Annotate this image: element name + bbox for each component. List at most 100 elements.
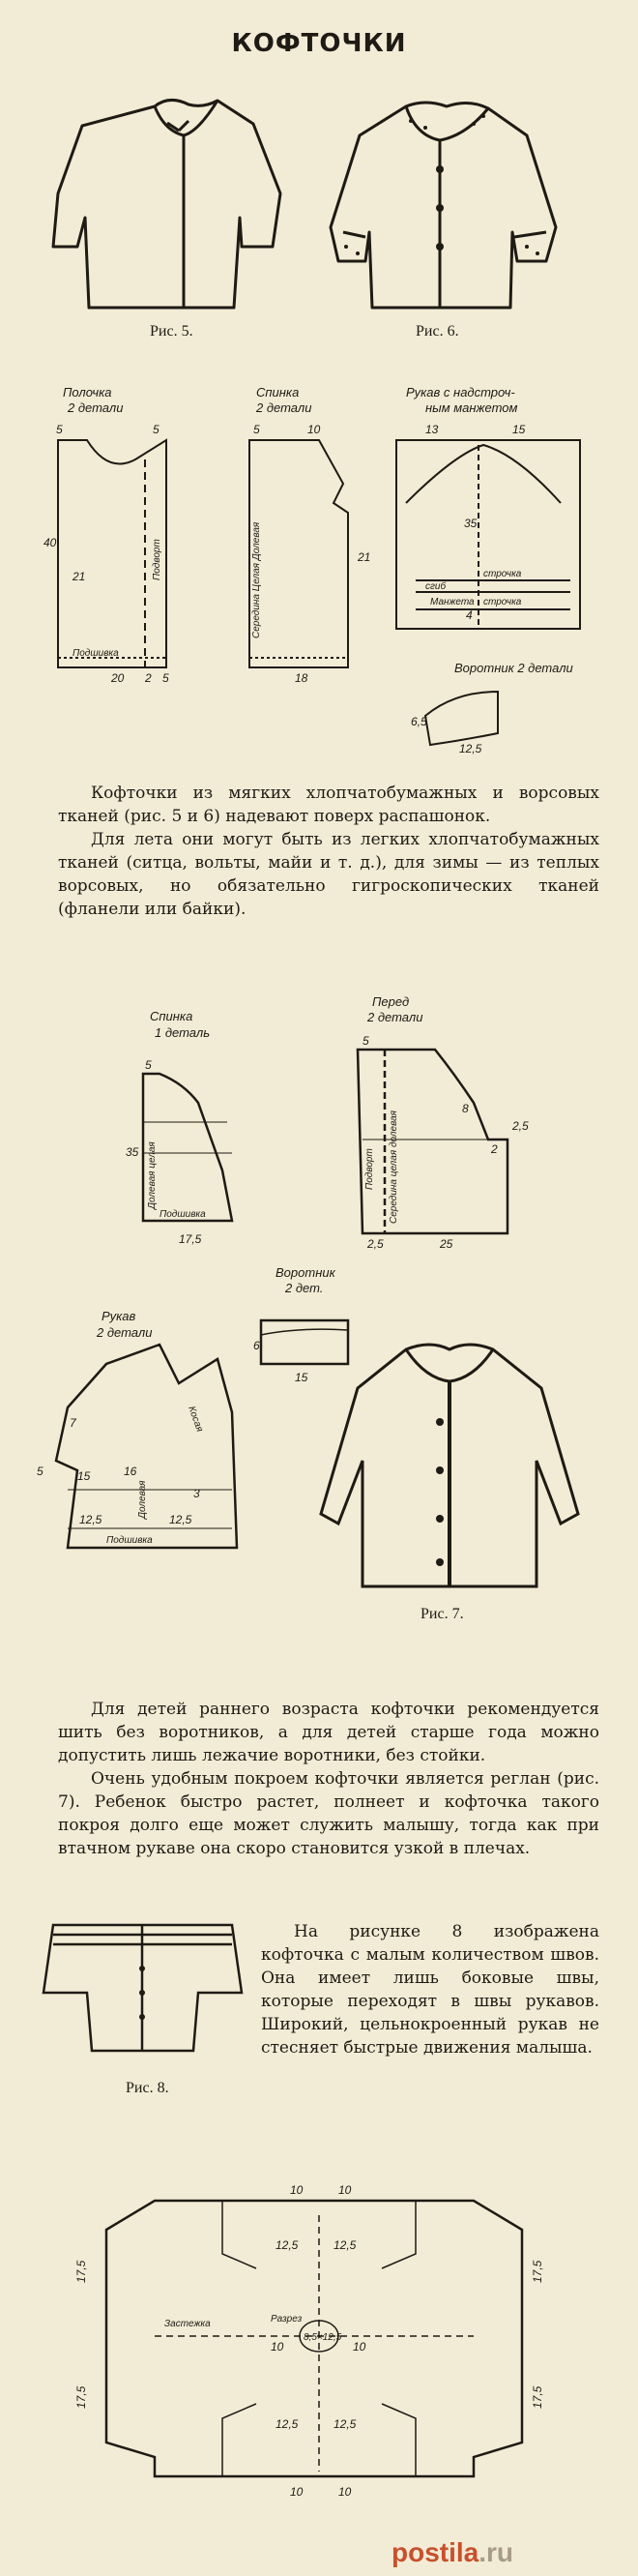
collar2-sub: 2 дет.: [284, 1281, 323, 1295]
fig8-jacket-drawing: [42, 1923, 244, 2053]
sleeve-pattern: [395, 439, 581, 630]
text2-para-1: Для детей раннего возраста кофточки реко…: [58, 1700, 599, 1765]
dim-front-top-left: 5: [56, 423, 63, 436]
dim-collar2-15: 15: [295, 1371, 308, 1384]
front-title: Полочка: [63, 385, 111, 400]
sleeve2-pattern: [54, 1343, 239, 1550]
fig8-zastezhka: Застежка: [164, 2319, 211, 2329]
dim-front2-bot: 25: [439, 1237, 453, 1251]
text-block-3: На рисунке 8 изображена кофточка с малым…: [261, 1920, 599, 2059]
dim-front2-8: 8: [462, 1102, 469, 1115]
sleeve2-sub: 2 детали: [96, 1325, 152, 1340]
text2-para-2: Очень удобным покроем кофточки является …: [58, 1769, 599, 1858]
front-panel-pattern: [57, 438, 167, 668]
sleeve2-kosaya: Косая: [186, 1405, 205, 1434]
dim-f8-i125b: 12,5: [334, 2238, 357, 2252]
back2-title: Спинка: [150, 1009, 192, 1023]
collar2-title: Воротник: [276, 1265, 336, 1280]
dim-f8-t10a: 10: [290, 2183, 304, 2197]
dim-sleeve2-16: 16: [124, 1465, 137, 1478]
dim-front-side: 40: [44, 536, 57, 549]
front2-middle: Середина целая долевая: [389, 1110, 399, 1224]
text-block-2: Для детей раннего возраста кофточки реко…: [58, 1698, 599, 1860]
dim-front2-25b: 2,5: [366, 1237, 384, 1251]
sleeve-sgib: сгиб: [425, 580, 446, 592]
dim-f8-t10b: 10: [338, 2183, 352, 2197]
dim-collar-side: 6,5: [411, 715, 427, 728]
fig8-razrez: Разрез: [271, 2314, 303, 2324]
caption-fig5: Рис. 5.: [150, 323, 193, 340]
dim-front-top-right: 5: [153, 423, 160, 436]
dim-f8-i125d: 12,5: [334, 2417, 357, 2431]
fig5-jacket-drawing: [51, 99, 282, 310]
dim-front2-2: 2: [490, 1142, 498, 1156]
front-sub: 2 детали: [67, 400, 123, 415]
dim-f8-b10b: 10: [338, 2485, 352, 2499]
text-block-1: Кофточки из мягких хлопчатобумажных и во…: [58, 782, 599, 921]
fig6-jacket-drawing: [329, 101, 558, 310]
dim-f8-b10a: 10: [290, 2485, 304, 2499]
sleeve-sub: ным манжетом: [425, 400, 517, 415]
dim-collar2-6: 6: [253, 1339, 260, 1352]
caption-fig8: Рис. 8.: [126, 2080, 169, 2096]
front2-title: Перед: [372, 994, 409, 1009]
back-panel-pattern: [248, 439, 349, 668]
collar-label: Воротник 2 детали: [454, 661, 573, 675]
dim-back-top2: 10: [307, 423, 321, 436]
text1-para-1: Кофточки из мягких хлопчатобумажных и во…: [58, 784, 599, 826]
dim-back-side: 21: [357, 550, 370, 564]
sleeve-manzheta: Манжета: [430, 597, 475, 607]
dim-f8-l175b: 17,5: [74, 2385, 88, 2409]
dim-sleeve2-15: 15: [77, 1469, 91, 1483]
front-podvort: Подворт: [152, 539, 162, 580]
dim-f8-i10b: 10: [353, 2340, 366, 2354]
dim-sleeve2-3: 3: [193, 1487, 200, 1500]
back-title: Спинка: [256, 385, 299, 400]
dim-front2-top: 5: [362, 1034, 369, 1048]
collar2-pattern: [259, 1318, 350, 1366]
front-podshivka: Подшивка: [72, 648, 119, 659]
back-dolevaya: Середина Целая Долевая: [251, 521, 262, 638]
fig8-pattern: [104, 2199, 524, 2478]
sleeve2-title: Рукав: [102, 1309, 136, 1323]
sleeve2-podshivka: Подшивка: [106, 1535, 153, 1546]
dim-sleeve2-7: 7: [70, 1416, 77, 1430]
dim-sleeve2-125a: 12,5: [79, 1513, 102, 1526]
sleeve-title: Рукав с надстроч-: [406, 385, 515, 400]
dim-f8-r175a: 17,5: [531, 2260, 544, 2283]
collar-pattern: [423, 690, 499, 747]
dim-back2-side: 35: [126, 1145, 139, 1159]
sleeve-strochka-2: строчка: [483, 597, 522, 607]
dim-back2-top: 5: [145, 1058, 152, 1072]
dim-f8-i125c: 12,5: [276, 2417, 299, 2431]
front2-pattern: [356, 1048, 509, 1235]
dim-f8-r175b: 17,5: [531, 2385, 544, 2409]
caption-fig7: Рис. 7.: [420, 1606, 464, 1622]
dim-front-bot3: 5: [162, 671, 169, 685]
dim-front-bot1: 20: [110, 671, 125, 685]
watermark-logo: postila.ru: [392, 2537, 513, 2567]
dim-sleeve2-125b: 12,5: [169, 1513, 192, 1526]
dim-collar-bot: 12,5: [459, 742, 482, 755]
fig8-neck-size: 8,5×12,5: [304, 2332, 342, 2343]
sleeve2-dolevaya: Долевая: [137, 1480, 148, 1520]
dim-front-inner: 21: [72, 570, 85, 583]
back2-podshivka: Подшивка: [160, 1209, 206, 1220]
dim-back-top1: 5: [253, 423, 260, 436]
dim-f8-l175a: 17,5: [74, 2260, 88, 2283]
text3-para: На рисунке 8 изображена кофточка с малым…: [261, 1922, 599, 2058]
watermark-part2: .ru: [478, 2537, 513, 2567]
back2-dolevaya: Долевая целая: [147, 1141, 158, 1210]
text1-para-2: Для лета они могут быть из легких хлопча…: [58, 830, 599, 919]
dim-sleeve-top1: 13: [425, 423, 439, 436]
back2-sub: 1 деталь: [155, 1025, 210, 1040]
back-sub: 2 детали: [255, 400, 311, 415]
dim-sleeve2-5: 5: [37, 1465, 44, 1478]
dim-sleeve-side: 35: [464, 517, 478, 530]
fig7-jacket-drawing: [319, 1343, 580, 1588]
dim-sleeve-top2: 15: [512, 423, 526, 436]
front2-podvort: Подворт: [364, 1148, 375, 1190]
dim-sleeve-cuff: 4: [466, 608, 473, 622]
front2-sub: 2 детали: [366, 1010, 422, 1024]
